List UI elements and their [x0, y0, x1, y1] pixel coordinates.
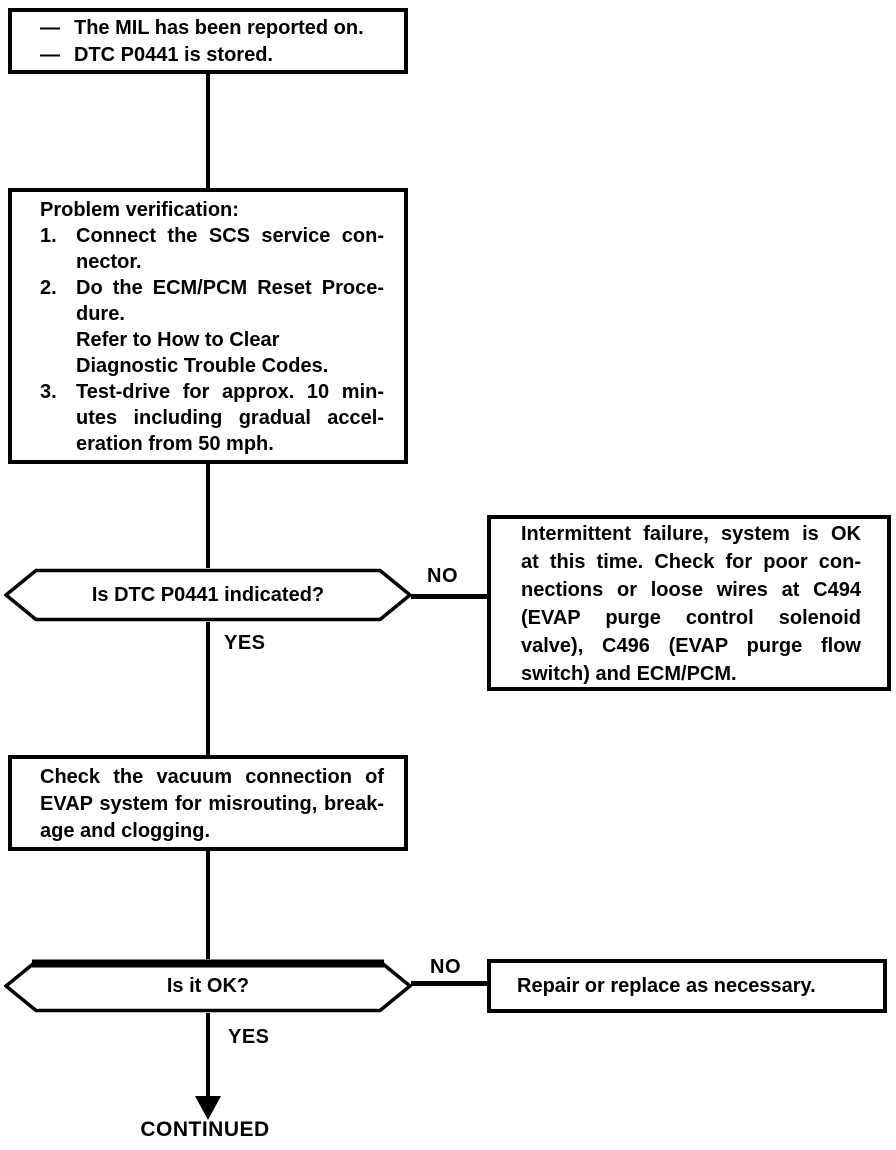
hexagon-shape	[4, 959, 412, 1013]
condition-item: — DTC P0441 is stored.	[40, 42, 394, 69]
decision-is-it-ok: Is it OK?	[4, 959, 412, 1013]
condition-text: DTC P0441 is stored.	[74, 44, 273, 66]
connector-line	[206, 74, 210, 188]
result-line: switch) and ECM/PCM.	[521, 663, 737, 685]
connector-line	[206, 1013, 210, 1098]
action-line: Check the vacuum connection of	[40, 766, 384, 788]
hexagon-shape	[4, 568, 412, 622]
step-line: eration from 50 mph.	[76, 433, 274, 455]
no-branch-label: NO	[430, 956, 461, 978]
step-line: Diagnostic Trouble Codes.	[76, 355, 329, 377]
condition-item: — The MIL has been reported on.	[40, 15, 394, 42]
step-line: Refer to How to Clear	[76, 329, 280, 351]
result-line: (EVAP purge control solenoid	[521, 607, 861, 629]
result-line: Repair or replace as necessary.	[517, 974, 816, 997]
condition-text: The MIL has been reported on.	[74, 17, 364, 39]
verify-heading: Problem verification:	[40, 199, 239, 221]
step-line: Connect the SCS service con-	[76, 225, 384, 247]
action-line: EVAP system for misrouting, break-	[40, 793, 384, 815]
arrow-down-icon	[195, 1096, 221, 1120]
dash-bullet: —	[40, 17, 60, 39]
step-number: 2.	[40, 277, 57, 299]
repair-replace-box: Repair or replace as necessary.	[487, 959, 887, 1013]
step-line: utes including gradual accel-	[76, 407, 384, 429]
verify-step: 1. Connect the SCS service con- nector.	[40, 223, 384, 275]
result-line: at this time. Check for poor con-	[521, 551, 861, 573]
step-line: Do the ECM/PCM Reset Proce-	[76, 277, 384, 299]
start-conditions-box: — The MIL has been reported on. — DTC P0…	[8, 8, 408, 74]
problem-verification-box: Problem verification: 1. Connect the SCS…	[8, 188, 408, 464]
step-line: dure.	[76, 303, 125, 325]
step-number: 3.	[40, 381, 57, 403]
dash-bullet: —	[40, 44, 60, 66]
connector-line	[206, 622, 210, 755]
no-branch-line	[411, 981, 487, 986]
yes-branch-label: YES	[224, 632, 266, 654]
decision-question: Is DTC P0441 indicated?	[91, 583, 325, 606]
connector-line	[206, 851, 210, 959]
decision-dtc-indicated: Is DTC P0441 indicated?	[4, 568, 412, 622]
action-line: age and clogging.	[40, 820, 211, 842]
no-branch-line	[411, 594, 487, 599]
intermittent-failure-box: Intermittent failure, system is OK at th…	[487, 515, 891, 691]
no-branch-label: NO	[427, 565, 458, 587]
result-line: nections or loose wires at C494	[521, 579, 861, 601]
verify-step: 2. Do the ECM/PCM Reset Proce- dure. Ref…	[40, 275, 384, 379]
result-line: valve), C496 (EVAP purge flow	[521, 635, 861, 657]
step-line: Test-drive for approx. 10 min-	[76, 381, 384, 403]
verify-step: 3. Test-drive for approx. 10 min- utes i…	[40, 379, 384, 457]
yes-branch-label: YES	[228, 1026, 270, 1048]
vacuum-check-box: Check the vacuum connection of EVAP syst…	[8, 755, 408, 851]
step-number: 1.	[40, 225, 57, 247]
decision-question: Is it OK?	[166, 974, 250, 997]
continued-label: CONTINUED	[140, 1118, 270, 1141]
connector-line	[206, 464, 210, 568]
result-line: Intermittent failure, system is OK	[521, 523, 861, 545]
step-line: nector.	[76, 251, 142, 273]
